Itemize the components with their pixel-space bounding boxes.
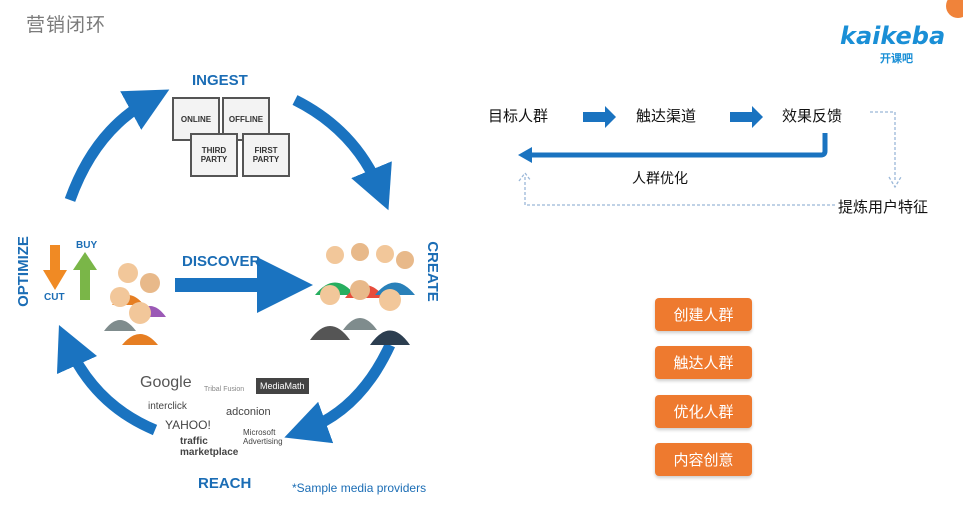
- flow-loop-label: 人群优化: [632, 171, 688, 187]
- logo-sub: 开课吧: [880, 52, 913, 65]
- label-ingest: INGEST: [192, 72, 248, 89]
- provider-yahoo: YAHOO!: [165, 418, 211, 432]
- label-create: CREATE: [423, 241, 441, 302]
- optimize-audience-button[interactable]: 优化人群: [655, 395, 752, 428]
- provider-mediamath: MediaMath: [256, 378, 309, 394]
- arrow-dashed-outer: [870, 111, 896, 180]
- arrow-step1-to-step2: [583, 106, 616, 128]
- provider-microsoft-advertising: Microsoft Advertising: [243, 428, 283, 446]
- arrow-step2-to-step3: [730, 106, 763, 128]
- arrow-ingest-to-create: [292, 95, 392, 211]
- provider-adconion: adconion: [226, 406, 271, 418]
- people-group-small-icon: [104, 263, 166, 345]
- doc-third-party: THIRD PARTY: [190, 133, 238, 177]
- label-discover: DISCOVER: [182, 253, 261, 270]
- provider-interclick: interclick: [148, 401, 187, 412]
- provider-tribal-fusion: Tribal Fusion: [204, 386, 245, 393]
- arrow-reach-to-optimize: [56, 324, 158, 436]
- arrow-optimize-to-ingest: [64, 89, 170, 202]
- content-creative-button[interactable]: 内容创意: [655, 443, 752, 476]
- arrow-loop-return: [530, 133, 828, 158]
- buy-cut-arrows-icon: [43, 245, 97, 300]
- label-reach: REACH: [198, 475, 252, 492]
- providers-footnote: *Sample media providers: [292, 481, 427, 495]
- provider-google: Google: [140, 374, 192, 391]
- slide-title: 营销闭环: [26, 14, 107, 36]
- reach-audience-button[interactable]: 触达人群: [655, 346, 752, 379]
- logo-brand: kaikeba: [840, 22, 946, 50]
- flow-step-feedback: 效果反馈: [782, 107, 843, 125]
- label-optimize: OPTIMIZE: [14, 236, 32, 307]
- flow-side-label: 提炼用户特征: [838, 198, 929, 216]
- arrow-create-to-reach: [284, 342, 395, 444]
- provider-traffic-marketplace: traffic marketplace: [180, 436, 239, 458]
- label-cut: CUT: [44, 292, 65, 303]
- flow-arrows: [518, 106, 902, 206]
- label-buy: BUY: [76, 240, 98, 251]
- flow-step-reach-channel: 触达渠道: [636, 107, 697, 125]
- people-group-large-icon: [310, 243, 415, 345]
- create-audience-button[interactable]: 创建人群: [655, 298, 752, 331]
- corner-badge: [946, 0, 963, 18]
- doc-first-party: FIRST PARTY: [242, 133, 290, 177]
- flow-step-target-audience: 目标人群: [488, 107, 549, 125]
